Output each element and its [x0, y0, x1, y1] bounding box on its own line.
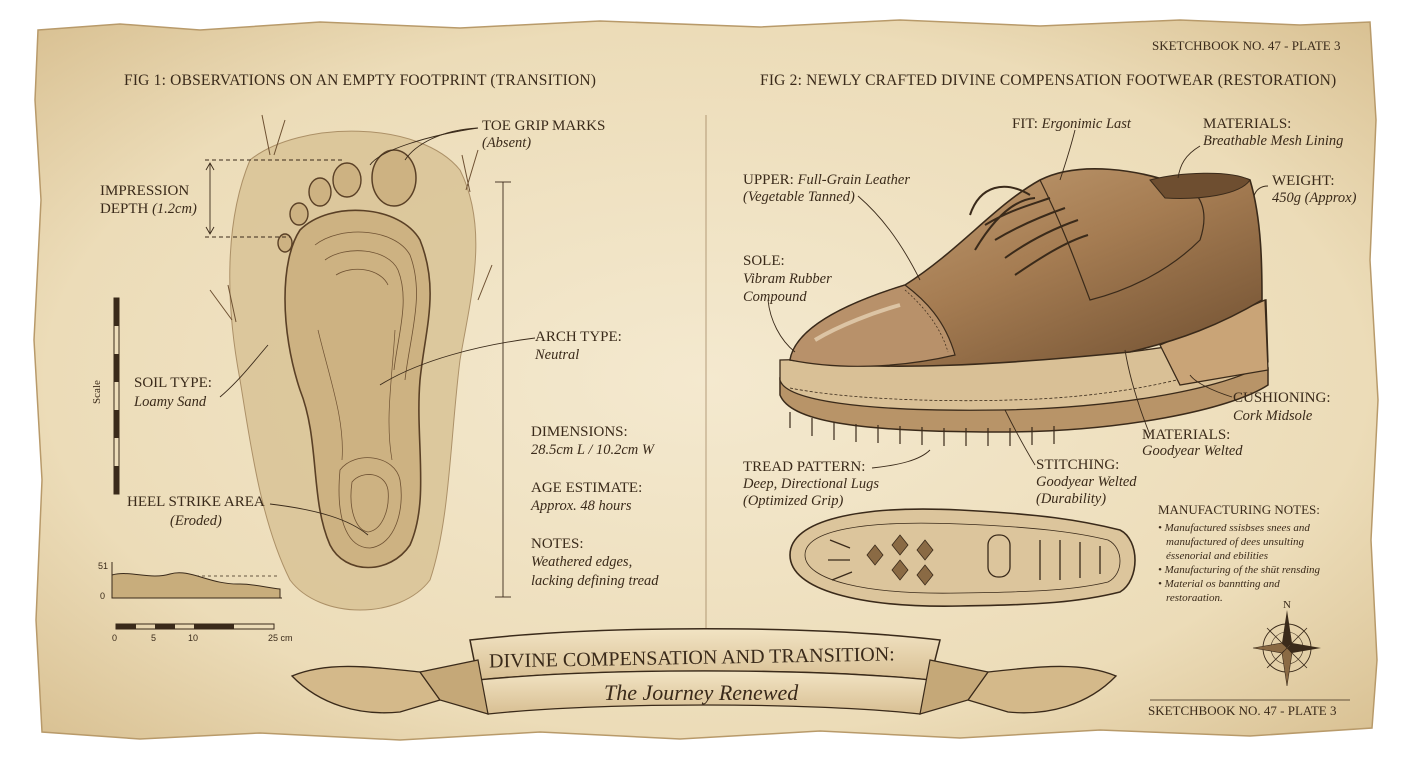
- impression-depth-label: DEPTH (1.2cm): [100, 201, 197, 217]
- shoe-drawing: [779, 168, 1269, 446]
- impression-depth-value: (1.2cm): [152, 201, 197, 217]
- weight-label: WEIGHT:: [1272, 173, 1335, 189]
- materials-bottom-label: MATERIALS:: [1142, 427, 1231, 443]
- manufacturing-note-line: • Manufacturing of the shüt rensding: [1158, 564, 1321, 576]
- notes-line2: lacking defining tread: [531, 573, 659, 589]
- notes-line1: Weathered edges,: [531, 554, 633, 570]
- dimensions-label: DIMENSIONS:: [531, 424, 628, 440]
- profile-top-tick: 51: [98, 561, 109, 571]
- manufacturing-note-line: manufactured of dees unsulting: [1166, 536, 1304, 548]
- heel-strike-label: HEEL STRIKE AREA: [127, 494, 265, 510]
- toe-grip-label: TOE GRIP MARKS: [482, 118, 606, 134]
- materials-top-label: MATERIALS:: [1203, 116, 1292, 132]
- title-ribbon: [290, 628, 1118, 715]
- weight-value: 450g (Approx): [1272, 190, 1357, 206]
- fig1-leaders: [205, 127, 536, 598]
- compass-north-label: N: [1283, 599, 1291, 611]
- outsole-drawing: [789, 508, 1136, 607]
- cushioning-label: CUSHIONING:: [1233, 390, 1331, 406]
- tread-pattern-value2: (Optimized Grip): [743, 493, 844, 509]
- ruler-tick-5: 5: [151, 633, 157, 643]
- plate-label-top: SKETCHBOOK NO. 47 - PLATE 3: [1152, 38, 1341, 53]
- materials-bottom-value: Goodyear Welted: [1142, 443, 1243, 459]
- tread-pattern-label: TREAD PATTERN:: [743, 459, 866, 475]
- sole-label: SOLE:: [743, 253, 785, 269]
- arch-type-value: Neutral: [535, 347, 580, 363]
- banner-subtitle: The Journey Renewed: [604, 680, 799, 705]
- plate-label-bottom: SKETCHBOOK NO. 47 - PLATE 3: [1148, 703, 1337, 718]
- scale-label: Scale: [91, 380, 103, 404]
- sole-value1: Vibram Rubber: [743, 271, 832, 287]
- stitching-value1: Goodyear Welted: [1036, 474, 1137, 490]
- age-estimate-value: Approx. 48 hours: [531, 498, 632, 514]
- ruler-tick-0: 0: [112, 633, 118, 643]
- ruler-tick-25: 25 cm: [268, 633, 293, 643]
- footprint-drawing: [209, 114, 493, 611]
- profile-zero-tick: 0: [100, 591, 106, 601]
- tread-pattern-value1: Deep, Directional Lugs: [743, 476, 879, 492]
- dimensions-value: 28.5cm L / 10.2cm W: [531, 442, 654, 458]
- materials-top-value: Breathable Mesh Lining: [1203, 133, 1344, 149]
- fit-value: Ergonimic Last: [1041, 116, 1131, 132]
- fig2-leaders: [767, 129, 1269, 469]
- fig2-caption: FIG 2: NEWLY CRAFTED DIVINE COMPENSATION…: [760, 72, 1337, 89]
- manufacturing-note-line: • Manufactured ssisbses snees and: [1158, 522, 1310, 534]
- soil-type-label: SOIL TYPE:: [134, 375, 212, 391]
- impression-label: IMPRESSION: [100, 183, 190, 199]
- compass-rose-icon: [1252, 610, 1321, 687]
- upper-label: UPPER: Full-Grain Leather: [743, 172, 910, 188]
- manufacturing-notes-title: MANUFACTURING NOTES:: [1158, 502, 1320, 517]
- cushioning-value: Cork Midsole: [1233, 408, 1313, 424]
- manufacturing-note-line: • Material os banntting and: [1158, 578, 1280, 590]
- stitching-label: STITCHING:: [1036, 457, 1120, 473]
- fit-label: FIT: Ergonimic Last: [1012, 116, 1131, 132]
- soil-type-value: Loamy Sand: [134, 394, 207, 410]
- horizontal-ruler: [115, 623, 275, 630]
- toe-grip-value: (Absent): [482, 135, 532, 151]
- vertical-scale-bar: [113, 297, 120, 495]
- fig1-caption: FIG 1: OBSERVATIONS ON AN EMPTY FOOTPRIN…: [124, 72, 597, 89]
- manufacturing-note-line: éssenorial and ebilities: [1166, 550, 1269, 562]
- heel-strike-value: (Eroded): [170, 513, 222, 529]
- manufacturing-note-line: restoraation.: [1166, 592, 1223, 604]
- sole-value2: Compound: [743, 289, 807, 305]
- upper-value2: (Vegetable Tanned): [743, 189, 855, 205]
- depth-profile: [111, 562, 282, 599]
- arch-type-label: ARCH TYPE:: [535, 329, 622, 345]
- stitching-value2: (Durability): [1036, 491, 1107, 507]
- upper-value: Full-Grain Leather: [797, 172, 910, 188]
- ruler-tick-10: 10: [188, 633, 199, 643]
- notes-label: NOTES:: [531, 536, 584, 552]
- age-estimate-label: AGE ESTIMATE:: [531, 480, 643, 496]
